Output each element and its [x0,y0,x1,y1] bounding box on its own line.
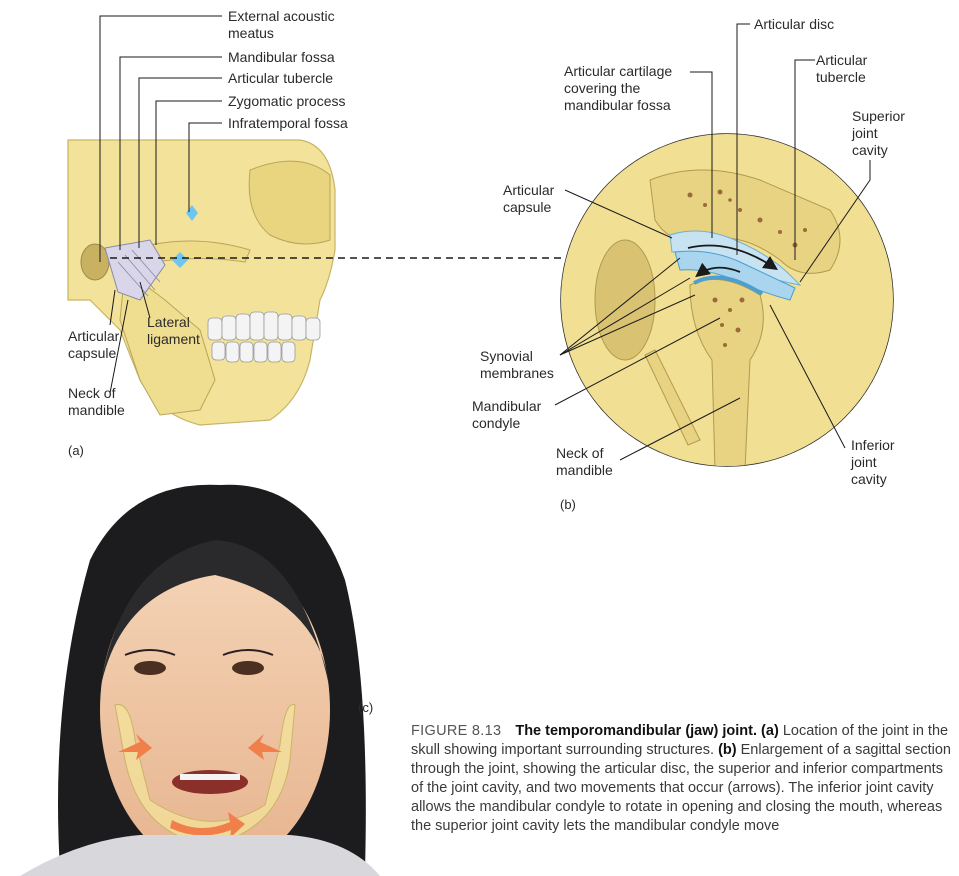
label-lateral-ligament: Lateral ligament [147,314,200,348]
panel-c-letter: (c) [358,700,373,715]
skull-illustration [68,140,335,425]
label-articular-cartilage: Articular cartilage covering the mandibu… [564,63,672,114]
caption-part-a-letter: (a) [761,723,779,739]
label-articular-capsule-a: Articular capsule [68,328,119,362]
joint-section-illustration [555,130,900,470]
panel-a-letter: (a) [68,443,84,458]
caption-title: The temporomandibular (jaw) joint. [515,723,757,739]
label-articular-tubercle-b: Articular tubercle [816,52,867,86]
label-mandibular-fossa: Mandibular fossa [228,49,335,66]
label-articular-capsule-b: Articular capsule [503,182,554,216]
label-external-acoustic-meatus: External acoustic meatus [228,8,335,42]
label-synovial-membranes: Synovial membranes [480,348,554,382]
label-inferior-joint-cavity: Inferior joint cavity [851,437,895,488]
label-neck-of-mandible-a: Neck of mandible [68,385,125,419]
caption-part-b-letter: (b) [718,742,737,758]
label-superior-joint-cavity: Superior joint cavity [852,108,905,159]
label-articular-tubercle-a: Articular tubercle [228,70,333,87]
label-articular-disc: Articular disc [754,16,834,33]
label-zygomatic-process: Zygomatic process [228,93,345,110]
caption-figure-number: FIGURE 8.13 [411,723,501,739]
woman-jaw-illustration [20,485,380,876]
panel-b-letter: (b) [560,497,576,512]
label-infratemporal-fossa: Infratemporal fossa [228,115,348,132]
figure-caption: FIGURE 8.13 The temporomandibular (jaw) j… [411,722,959,836]
label-mandibular-condyle: Mandibular condyle [472,398,541,432]
label-neck-of-mandible-b: Neck of mandible [556,445,613,479]
